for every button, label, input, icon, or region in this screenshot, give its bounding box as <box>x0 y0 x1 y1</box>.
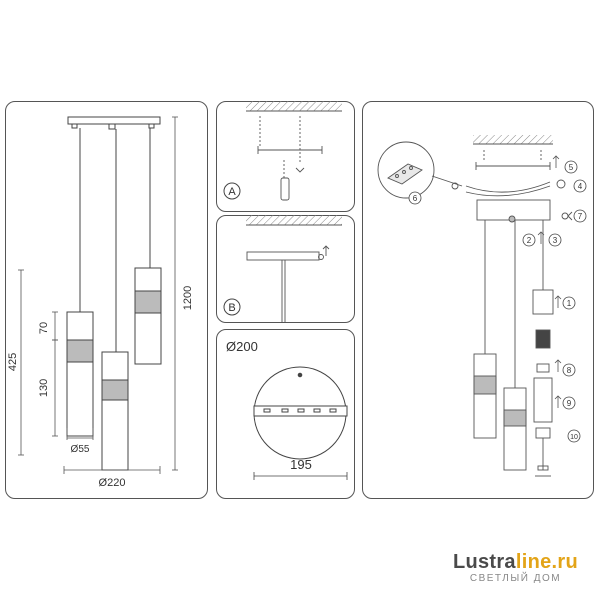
assembly-diagram-panel <box>362 101 594 499</box>
mounting-step-a-panel <box>216 101 355 212</box>
watermark-tagline: СВЕТЛЫЙ ДОМ <box>469 573 562 584</box>
watermark-brand-part1: Lustra <box>452 551 516 573</box>
watermark-logo: Lustraline.ru СВЕТЛЫЙ ДОМ <box>453 552 578 584</box>
mounting-step-b-panel <box>216 215 355 323</box>
dimensions-panel <box>5 101 208 499</box>
canopy-plate-panel <box>216 329 355 499</box>
watermark-brand: Lustraline.ru <box>453 552 578 572</box>
watermark-brand-part2: line.ru <box>515 551 578 573</box>
